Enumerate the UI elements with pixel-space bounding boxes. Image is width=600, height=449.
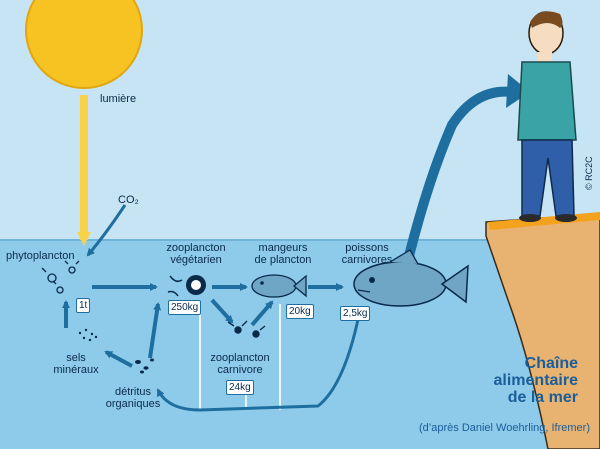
mineral-salts-label: sels minéraux xyxy=(46,352,106,376)
plankton-eaters-line2: de plancton xyxy=(254,254,312,266)
credit-line: (d’après Daniel Woehrling, Ifremer) xyxy=(419,422,590,434)
carnivorous-zooplankton-glyph xyxy=(227,320,266,338)
mineral-salts-dots xyxy=(78,328,98,342)
mineral-salts-line1: sels xyxy=(66,352,86,364)
human-figure xyxy=(517,11,577,222)
small-fish xyxy=(251,274,307,298)
big-fish xyxy=(353,249,469,307)
arrow-zoo-to-carnzoo xyxy=(210,298,234,324)
cliff xyxy=(485,213,600,449)
arrow-fish-to-human-head xyxy=(506,74,530,108)
light-label: lumière xyxy=(100,93,137,105)
co2-arrow xyxy=(86,204,127,257)
mass-phytoplankton-box: 1t xyxy=(76,298,91,313)
co2-label: CO₂ xyxy=(118,194,139,206)
diagram-title: Chaîne alimentaire de la mer xyxy=(494,355,578,406)
title-line3: de la mer xyxy=(507,389,578,406)
carnivorous-zooplankton-line1: zooplancton xyxy=(210,352,270,364)
copyright-mark: © RC2C xyxy=(584,156,594,190)
arrow-fish-to-human xyxy=(403,86,517,265)
carnivorous-fish-label: poissons carnivores xyxy=(336,242,398,266)
mass-plankton-eaters-box: 20kg xyxy=(286,304,314,319)
carnivorous-fish-line1: poissons xyxy=(345,242,389,254)
organic-detritus-label: détritus organiques xyxy=(100,386,166,410)
arrow-detritus-to-salts xyxy=(104,350,133,368)
phytoplankton-label: phytoplancton xyxy=(6,250,75,262)
title-line1: Chaîne xyxy=(524,355,578,372)
herbivorous-zooplankton-glyph xyxy=(167,275,206,297)
phytoplankton-cells xyxy=(41,260,80,294)
mass-carnivorous-fish-box: 2,5kg xyxy=(340,306,371,321)
organic-detritus-line1: détritus xyxy=(114,386,152,398)
organic-detritus-specks xyxy=(135,358,154,374)
mass-carnivorous-zooplankton-box: 24kg xyxy=(226,380,254,395)
carnivorous-zooplankton-line2: carnivore xyxy=(217,364,263,376)
herbivorous-zooplankton-line1: zooplancton xyxy=(166,242,226,254)
organic-detritus-line2: organiques xyxy=(105,398,161,410)
herbivorous-zooplankton-label: zooplancton végétarien xyxy=(160,242,232,266)
arrow-detritus-to-zoo xyxy=(148,302,162,359)
arrow-recycle-to-detritus xyxy=(156,309,362,412)
arrow-carnzoo-to-eaters xyxy=(250,300,274,327)
plankton-eaters-label: mangeurs de plancton xyxy=(248,242,318,266)
mineral-salts-line2: minéraux xyxy=(53,364,99,376)
herbivorous-zooplankton-line2: végétarien xyxy=(170,254,222,266)
sun xyxy=(25,0,143,89)
plankton-eaters-line1: mangeurs xyxy=(258,242,308,254)
mass-herbivorous-zooplankton-box: 250kg xyxy=(168,300,202,315)
carnivorous-fish-line2: carnivores xyxy=(341,254,393,266)
title-line2: alimentaire xyxy=(493,372,578,389)
carnivorous-zooplankton-label: zooplancton carnivore xyxy=(204,352,276,376)
